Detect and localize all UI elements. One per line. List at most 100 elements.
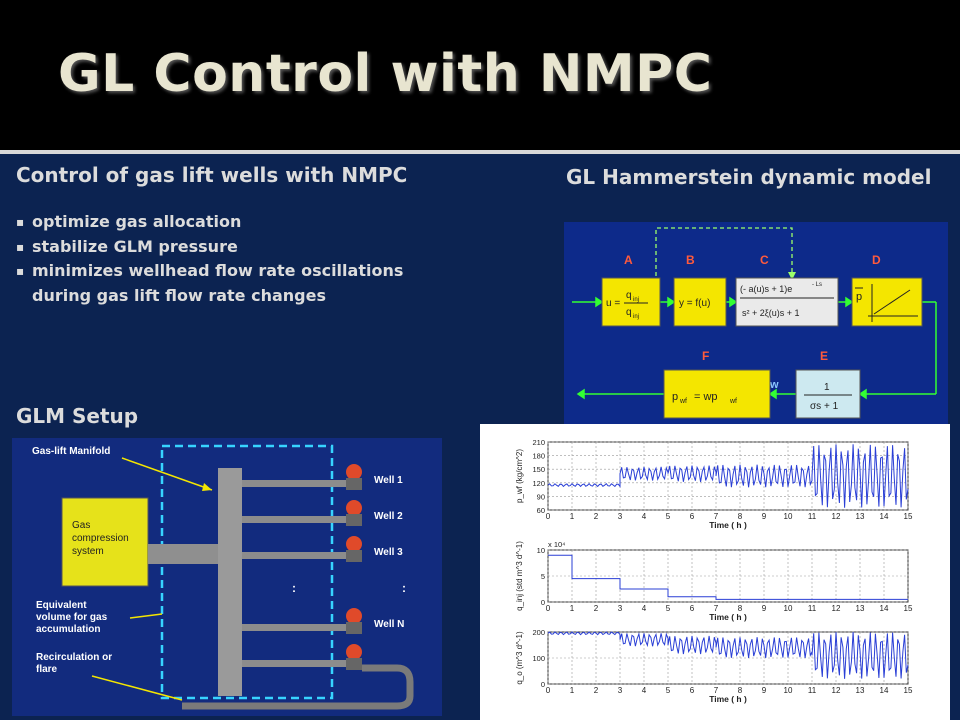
- bullet-icon: ▪: [16, 239, 25, 254]
- block-a: [601, 277, 661, 327]
- svg-text:(- a(u)s + 1)e: (- a(u)s + 1)e: [740, 284, 792, 294]
- arrow-icon: [202, 483, 212, 491]
- x-tick-label: 1: [570, 686, 575, 695]
- well-3-label: Well 3: [374, 547, 403, 558]
- y-axis-label: q_o (m^3 d^-1): [515, 631, 524, 685]
- dashed-link: [655, 227, 793, 276]
- y-axis-label: p_wf (kg/cm^2): [515, 449, 524, 503]
- y-tick-label: 210: [532, 438, 545, 447]
- bullet-list: ▪optimize gas allocation ▪stabilize GLM …: [16, 210, 456, 308]
- svg-text:flare: flare: [36, 664, 58, 675]
- x-tick-label: 8: [738, 686, 743, 695]
- x-tick-label: 9: [762, 512, 767, 521]
- svg-text:q: q: [626, 290, 632, 301]
- x-tick-label: 1: [570, 604, 575, 613]
- bullet-icon: ▪: [16, 264, 25, 278]
- multiplier-label: x 10⁴: [548, 540, 565, 549]
- label-pointer: [91, 675, 183, 701]
- x-tick-label: 10: [784, 604, 793, 613]
- x-tick-label: 6: [690, 512, 695, 521]
- manifold-label: Gas-lift Manifold: [32, 446, 110, 457]
- glm-setup-schematic: Gas compression system Well 1 Well 2 Wel…: [12, 438, 442, 716]
- series-line: [547, 444, 909, 508]
- svg-text:p: p: [672, 391, 678, 403]
- svg-text:Recirculation or: Recirculation or: [36, 652, 112, 663]
- y-tick-label: 0: [541, 680, 545, 689]
- x-tick-label: 0: [546, 686, 551, 695]
- label-pointer: [121, 457, 213, 491]
- svg-text:compression: compression: [72, 533, 129, 544]
- dots: :: [292, 581, 296, 595]
- x-tick-label: 3: [618, 686, 623, 695]
- y-tick-label: 5: [541, 572, 545, 581]
- x-tick-label: 4: [642, 512, 647, 521]
- x-tick-label: 12: [832, 512, 841, 521]
- bullet-item: ▪optimize gas allocation: [16, 210, 456, 235]
- slide-title: GL Control with NMPC: [58, 44, 713, 104]
- svg-text:u =: u =: [606, 298, 620, 309]
- label-d: D: [872, 253, 881, 267]
- well-2-label: Well 2: [374, 511, 403, 522]
- signal-w: w: [769, 379, 779, 391]
- valve-icons: [346, 464, 362, 670]
- x-tick-label: 3: [618, 512, 623, 521]
- manifold-header: [218, 468, 242, 696]
- x-tick-label: 14: [880, 604, 889, 613]
- svg-text:= wp: = wp: [694, 391, 718, 403]
- bullet-item: ▪minimizes wellhead flow rate oscillatio…: [16, 261, 404, 305]
- block-c: [735, 277, 839, 327]
- block-b: [673, 277, 727, 327]
- x-tick-label: 4: [642, 604, 647, 613]
- y-tick-label: 180: [532, 452, 545, 461]
- svg-text:Equivalent: Equivalent: [36, 600, 87, 611]
- x-axis-label: Time ( h ): [709, 694, 747, 704]
- y-tick-label: 10: [537, 546, 545, 555]
- x-tick-label: 7: [714, 604, 719, 613]
- x-tick-label: 7: [714, 686, 719, 695]
- well-1-label: Well 1: [374, 475, 403, 486]
- x-tick-label: 9: [762, 604, 767, 613]
- svg-text:inj: inj: [633, 314, 639, 320]
- x-tick-label: 2: [594, 512, 599, 521]
- x-tick-label: 14: [880, 512, 889, 521]
- well-n-label: Well N: [374, 619, 404, 630]
- svg-text:σs + 1: σs + 1: [810, 401, 839, 412]
- x-tick-label: 14: [880, 686, 889, 695]
- arrow-icon: [788, 272, 796, 280]
- compression-box: [61, 497, 149, 587]
- block-e: [795, 369, 861, 419]
- hammerstein-block-diagram: A B C D E F w u = q inj q inj y = f(u) (…: [564, 222, 948, 426]
- label-e: E: [820, 349, 828, 363]
- x-tick-label: 15: [904, 686, 913, 695]
- recirculation-pipe: [182, 664, 414, 710]
- x-tick-label: 10: [784, 512, 793, 521]
- block-f: [663, 369, 771, 419]
- series-line: [547, 631, 909, 679]
- svg-text:inj: inj: [633, 297, 639, 303]
- x-tick-label: 15: [904, 512, 913, 521]
- x-tick-label: 5: [666, 512, 671, 521]
- x-tick-label: 4: [642, 686, 647, 695]
- y-tick-label: 60: [537, 506, 545, 515]
- label-f: F: [702, 349, 709, 363]
- svg-text:volume for gas: volume for gas: [36, 612, 108, 623]
- svg-text:1: 1: [824, 382, 830, 393]
- svg-text:s² + 2ξ(u)s + 1: s² + 2ξ(u)s + 1: [742, 308, 800, 318]
- label-a: A: [624, 253, 633, 267]
- x-tick-label: 13: [856, 686, 865, 695]
- setup-heading: GLM Setup: [16, 404, 139, 428]
- signal-arrows: [572, 296, 937, 400]
- x-tick-label: 0: [546, 512, 551, 521]
- manifold-boundary: [160, 444, 334, 700]
- label-b: B: [686, 253, 695, 267]
- y-tick-label: 90: [537, 492, 545, 501]
- x-tick-label: 6: [690, 604, 695, 613]
- x-tick-label: 2: [594, 686, 599, 695]
- bullet-icon: ▪: [16, 215, 25, 229]
- x-axis-label: Time ( h ): [709, 612, 747, 622]
- well-pipes: [242, 480, 352, 667]
- x-tick-label: 8: [738, 604, 743, 613]
- x-tick-label: 0: [546, 604, 551, 613]
- left-heading: Control of gas lift wells with NMPC: [16, 163, 408, 187]
- feed-pipe: [148, 544, 222, 564]
